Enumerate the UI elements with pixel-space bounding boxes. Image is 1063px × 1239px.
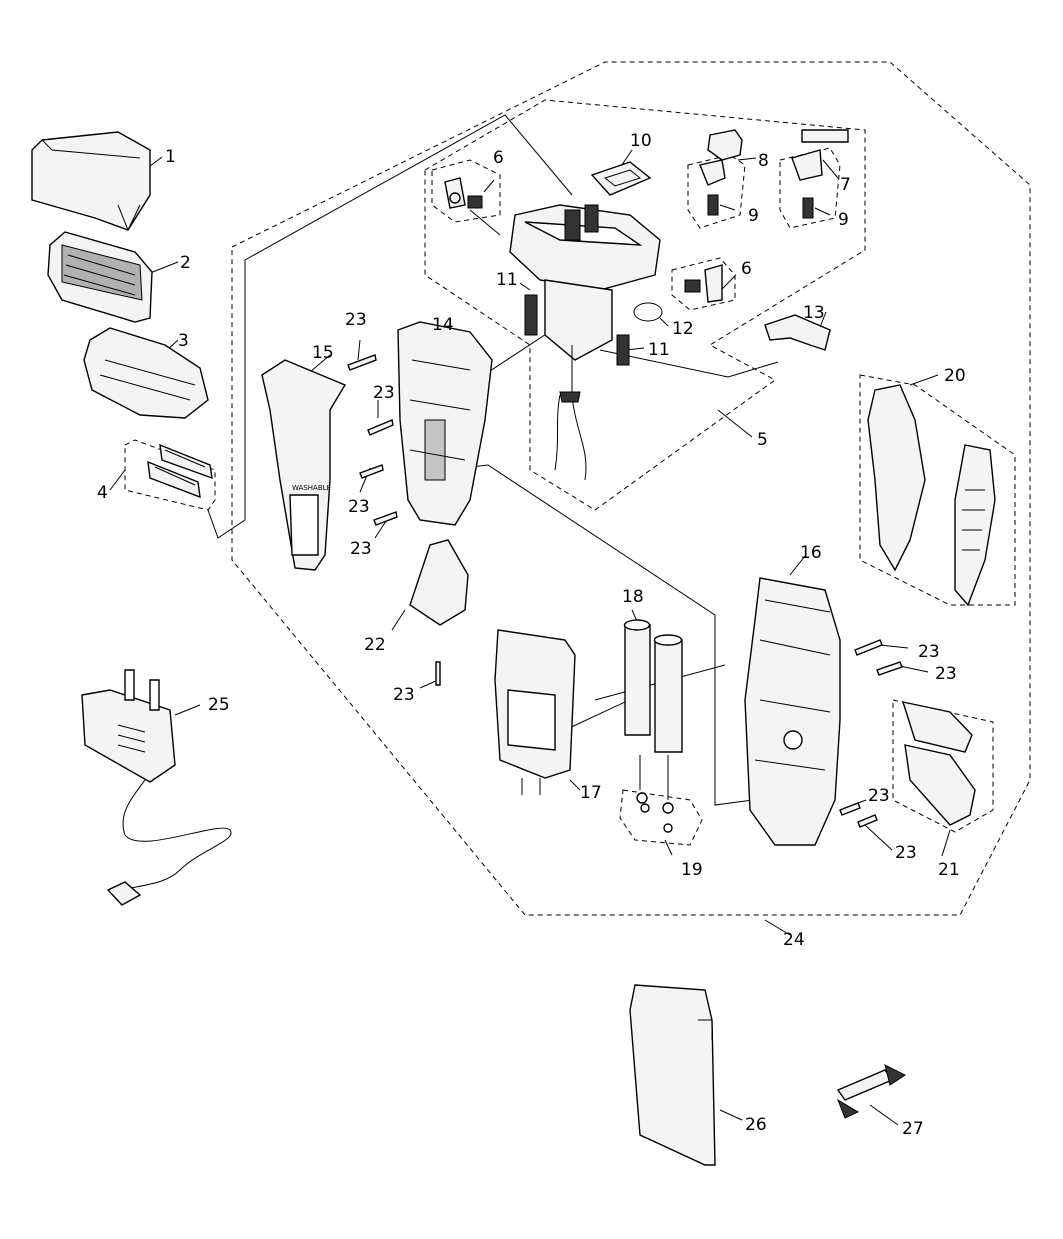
part-9-springs	[707, 194, 814, 219]
callout-23d: 23	[350, 539, 372, 559]
callout-15: 15	[312, 343, 334, 363]
part-10-seal	[590, 161, 652, 196]
part-3-frame-holder	[83, 327, 209, 419]
callout-23h: 23	[868, 786, 890, 806]
group-outline-19	[619, 789, 703, 846]
group-outline-20	[859, 374, 1016, 606]
group-outline-24	[231, 61, 1031, 916]
part-13-bracket	[764, 314, 831, 351]
callout-14: 14	[432, 315, 454, 335]
callout-16: 16	[800, 543, 822, 563]
callout-19: 19	[681, 860, 703, 880]
callout-23i: 23	[895, 843, 917, 863]
part-23-screws	[347, 354, 903, 828]
callout-23f: 23	[918, 642, 940, 662]
svg-text:WASHABLE: WASHABLE	[292, 484, 331, 492]
callout-25: 25	[208, 695, 230, 715]
part-8-clip	[699, 129, 743, 186]
group-outline-6a	[431, 159, 501, 223]
callout-10: 10	[630, 131, 652, 151]
part-12-o-ring	[633, 302, 663, 322]
group-outline-4	[124, 439, 216, 511]
callout-21: 21	[938, 860, 960, 880]
callout-23e: 23	[393, 685, 415, 705]
callout-9b: 9	[838, 210, 849, 230]
part-2-outer-foil	[47, 231, 153, 323]
part-7-clip	[791, 129, 849, 181]
group-outline-7-9	[779, 147, 841, 229]
part-22-stand	[409, 539, 469, 626]
callout-7: 7	[840, 175, 851, 195]
part-18-batteries	[623, 619, 683, 753]
callout-23c: 23	[348, 497, 370, 517]
part-26-pouch	[629, 984, 716, 1166]
part-17-battery-holder	[494, 629, 576, 795]
callout-8: 8	[758, 151, 769, 171]
part-6-pivot-a	[444, 177, 483, 209]
callout-12: 12	[672, 319, 694, 339]
callout-23g: 23	[935, 664, 957, 684]
callout-6a: 6	[493, 148, 504, 168]
callout-5: 5	[757, 430, 768, 450]
part-16-rear-housing	[744, 577, 841, 846]
callout-3: 3	[178, 331, 189, 351]
callout-4: 4	[97, 483, 108, 503]
callout-17: 17	[580, 783, 602, 803]
group-outline-5	[424, 99, 866, 511]
callout-18: 18	[622, 587, 644, 607]
callout-22: 22	[364, 635, 386, 655]
part-25-adapter	[81, 669, 232, 906]
callout-labels: 1 2 3 4 5 6 6 7 8 9 9 10 11 11 12 13 14 …	[97, 131, 966, 1139]
part-6-pivot-b	[684, 264, 723, 303]
callout-23a: 23	[345, 310, 367, 330]
part-19-washers	[636, 792, 674, 833]
part-11-springs	[524, 294, 630, 366]
part-1-protective-cap	[31, 131, 151, 231]
part-20-trimmer-covers	[867, 384, 996, 607]
callout-20: 20	[944, 366, 966, 386]
part-14-inner-frame	[397, 321, 493, 526]
group-outline-6b	[671, 257, 736, 311]
callout-24: 24	[783, 930, 805, 950]
callout-9a: 9	[748, 206, 759, 226]
part-5-head-assembly	[509, 204, 661, 481]
callout-6b: 6	[741, 259, 752, 279]
part-27-brush	[836, 1064, 906, 1119]
callout-13: 13	[803, 303, 825, 323]
callout-1: 1	[165, 147, 176, 167]
callout-27: 27	[902, 1119, 924, 1139]
part-21-trimmer	[901, 701, 976, 826]
callout-23b: 23	[373, 383, 395, 403]
callout-11b: 11	[648, 340, 670, 360]
part-15-front-cover: WASHABLE	[261, 359, 347, 571]
callout-2: 2	[180, 253, 191, 273]
callout-11a: 11	[496, 270, 518, 290]
group-outline-21	[892, 699, 994, 833]
part-4-inner-blades	[147, 443, 213, 499]
callout-26: 26	[745, 1115, 767, 1135]
group-outline-8-9	[687, 154, 746, 229]
